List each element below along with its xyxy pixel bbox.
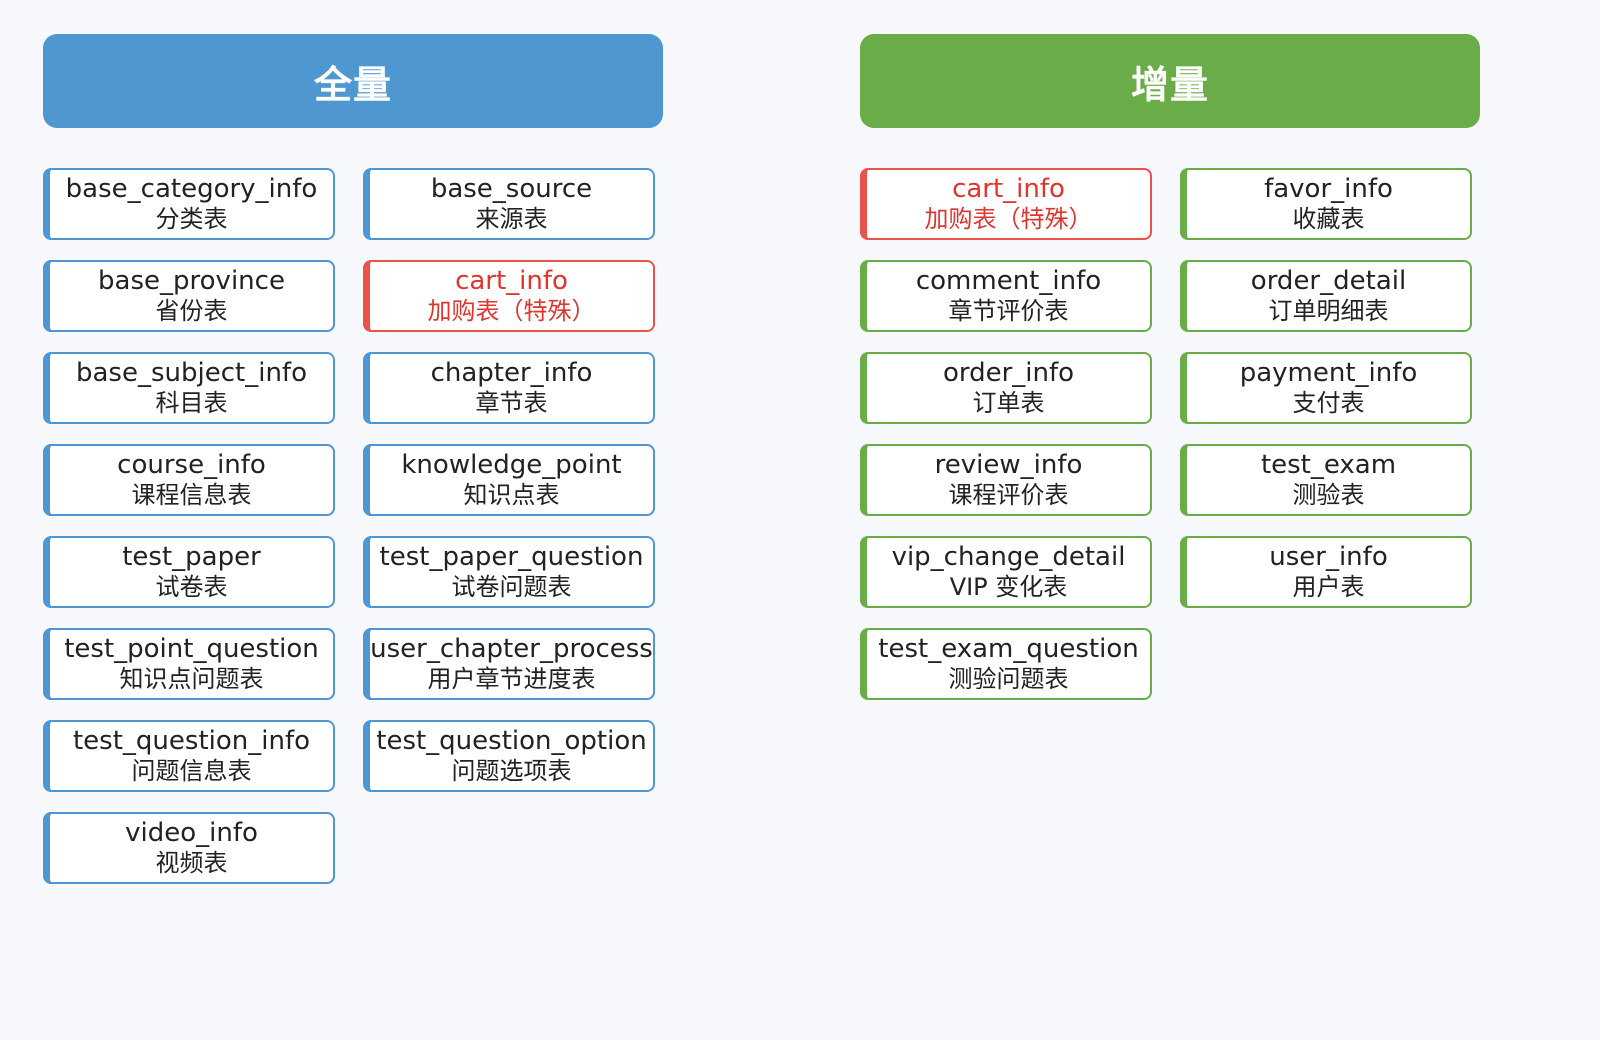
- incremental-title: 增量: [1130, 62, 1209, 107]
- table-description: 章节评价表: [948, 297, 1069, 325]
- table-description: 用户表: [1292, 573, 1365, 601]
- table-description: 课程信息表: [131, 481, 252, 509]
- table-name: base_source: [430, 174, 593, 204]
- table-description: 视频表: [155, 849, 228, 877]
- table-name: knowledge_point: [401, 450, 622, 480]
- table-name: chapter_info: [430, 358, 593, 388]
- table-description: 课程评价表: [948, 481, 1069, 509]
- table-description: 问题选项表: [451, 757, 572, 785]
- incremental-header: 增量: [860, 34, 1480, 128]
- table-description: 知识点表: [463, 481, 560, 509]
- table-description: 测验表: [1292, 481, 1365, 509]
- table-description: 知识点问题表: [119, 665, 264, 693]
- table-name: test_exam: [1260, 450, 1397, 480]
- table-description: 加购表（特殊）: [427, 297, 596, 325]
- table-description: 支付表: [1292, 389, 1365, 417]
- table-description: 分类表: [155, 205, 228, 233]
- table-description: 来源表: [475, 205, 548, 233]
- table-description: 省份表: [155, 297, 228, 325]
- table-description: 测验问题表: [948, 665, 1069, 693]
- table-name: review_info: [934, 450, 1083, 480]
- table-name: test_point_question: [64, 634, 319, 664]
- table-description: 章节表: [475, 389, 548, 417]
- table-name: user_chapter_process: [370, 634, 653, 664]
- table-description: 订单明细表: [1268, 297, 1389, 325]
- table-name: test_paper: [122, 542, 261, 572]
- table-name: test_question_option: [376, 726, 647, 756]
- table-description: VIP 变化表: [949, 573, 1068, 601]
- table-name: base_province: [98, 266, 285, 296]
- table-description: 加购表（特殊）: [924, 205, 1093, 233]
- table-name: test_paper_question: [379, 542, 644, 572]
- table-name: cart_info: [455, 266, 568, 296]
- table-name: test_question_info: [72, 726, 311, 756]
- table-name: user_info: [1269, 542, 1388, 572]
- table-description: 问题信息表: [131, 757, 252, 785]
- table-name: favor_info: [1264, 174, 1393, 204]
- table-name: test_exam_question: [878, 634, 1139, 664]
- table-name: video_info: [125, 818, 258, 848]
- table-description: 收藏表: [1292, 205, 1365, 233]
- table-name: payment_info: [1239, 358, 1418, 388]
- table-description: 用户章节进度表: [427, 665, 596, 693]
- full-title: 全量: [313, 62, 392, 107]
- table-description: 订单表: [972, 389, 1045, 417]
- table-description: 试卷表: [155, 573, 228, 601]
- full-header: 全量: [43, 34, 663, 128]
- table-name: course_info: [117, 450, 266, 480]
- table-name: order_info: [942, 358, 1075, 388]
- table-name: comment_info: [915, 266, 1102, 296]
- table-name: order_detail: [1250, 266, 1407, 296]
- table-description: 试卷问题表: [451, 573, 572, 601]
- table-description: 科目表: [155, 389, 228, 417]
- table-name: vip_change_detail: [891, 542, 1126, 572]
- table-name: base_subject_info: [76, 358, 307, 388]
- table-name: cart_info: [952, 174, 1065, 204]
- table-name: base_category_info: [65, 174, 318, 204]
